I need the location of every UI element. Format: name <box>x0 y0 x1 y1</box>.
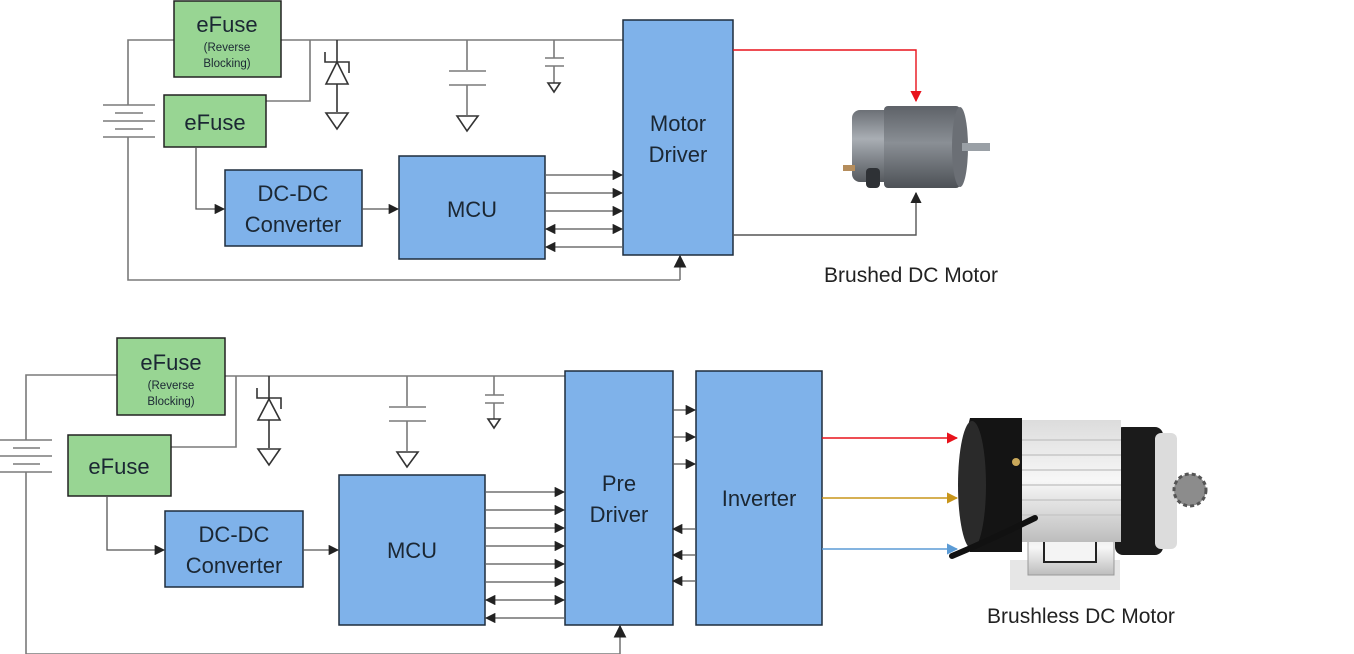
battery-icon <box>0 439 52 473</box>
driver-label-2: Driver <box>649 142 708 167</box>
motor-wire-positive <box>733 49 922 103</box>
motor-phase-wires <box>822 432 959 555</box>
efuse-reverse-blocking-block: eFuse (Reverse Blocking) <box>116 337 226 416</box>
brushless-motor-caption: Brushless DC Motor <box>987 605 1175 628</box>
dcdc-converter-block: DC-DC Converter <box>224 169 363 247</box>
efuse-reverse-blocking-block: eFuse (Reverse Blocking) <box>173 0 282 78</box>
brushed-motor-caption: Brushed DC Motor <box>824 264 998 287</box>
bulk-capacitor-icon <box>389 376 426 469</box>
brushed-dc-motor-image <box>843 106 990 188</box>
efuse-reverse-subtitle-1: (Reverse <box>148 380 195 392</box>
efuse-block: eFuse <box>163 94 267 148</box>
dcdc-label-2: Converter <box>245 212 342 237</box>
brushed-diagram: eFuse (Reverse Blocking) eFuse DC-DC Con… <box>103 0 998 287</box>
brushless-diagram: eFuse (Reverse Blocking) eFuse DC-DC Con… <box>0 337 1208 654</box>
power-wires <box>127 39 687 281</box>
decoupling-capacitor-icon <box>545 40 564 94</box>
decoupling-capacitor-icon <box>485 376 504 430</box>
bulk-capacitor-icon <box>449 40 486 133</box>
predriver-inverter-signals <box>671 404 697 587</box>
mcu-label: MCU <box>447 197 497 222</box>
inverter-label: Inverter <box>722 486 797 511</box>
pre-driver-block: Pre Driver <box>564 370 674 626</box>
mcu-label: MCU <box>387 538 437 563</box>
mcu-block: MCU <box>398 155 546 260</box>
efuse-reverse-subtitle-1: (Reverse <box>204 42 251 54</box>
mcu-block: MCU <box>338 474 486 626</box>
efuse-reverse-subtitle-2: Blocking) <box>147 396 194 408</box>
tvs-diode-icon <box>256 376 282 467</box>
efuse-title: eFuse <box>184 110 245 135</box>
motor-wire-negative <box>733 191 922 236</box>
efuse-reverse-subtitle-2: Blocking) <box>203 58 250 70</box>
efuse-title: eFuse <box>88 454 149 479</box>
dcdc-label-1: DC-DC <box>199 522 270 547</box>
driver-label-1: Motor <box>650 111 706 136</box>
power-wires <box>25 374 627 654</box>
motor-driver-block: Motor Driver <box>622 19 734 256</box>
mcu-driver-signals <box>544 169 624 253</box>
predriver-label-2: Driver <box>590 502 649 527</box>
predriver-label-1: Pre <box>602 471 636 496</box>
efuse-reverse-title: eFuse <box>196 12 257 37</box>
mcu-predriver-signals <box>484 486 566 624</box>
dcdc-label-1: DC-DC <box>258 181 329 206</box>
brushless-dc-motor-image <box>949 418 1208 590</box>
efuse-reverse-title: eFuse <box>140 350 201 375</box>
inverter-block: Inverter <box>695 370 823 626</box>
efuse-block: eFuse <box>67 434 172 497</box>
dcdc-converter-block: DC-DC Converter <box>164 510 304 588</box>
dcdc-label-2: Converter <box>186 553 283 578</box>
tvs-diode-icon <box>324 40 350 131</box>
battery-icon <box>103 104 155 138</box>
